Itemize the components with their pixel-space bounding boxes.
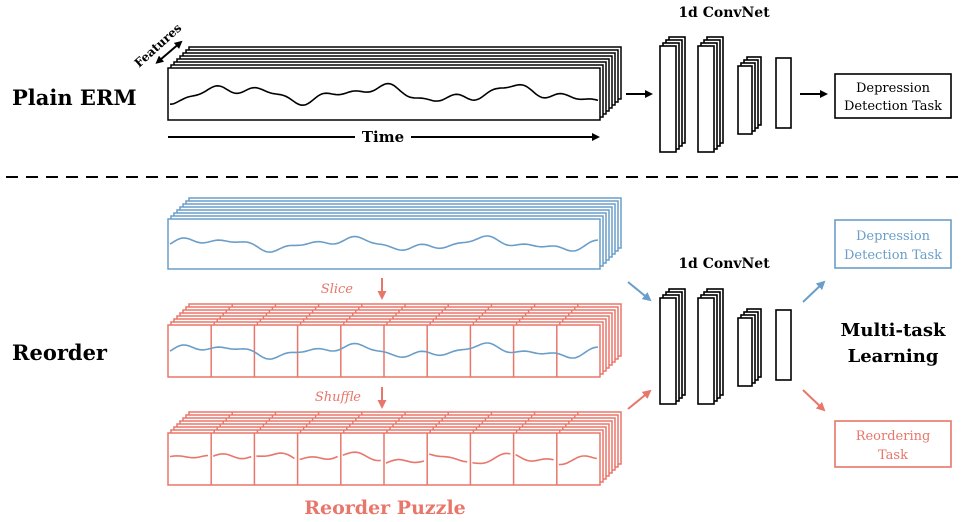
conv-layer [659,297,677,405]
time-series-sheet-layer [167,67,601,121]
conv-layer [775,309,792,381]
shuffled-segment-line [169,454,209,459]
shuffled-segment-line [515,453,554,462]
salmon-arrow-to-convnet [627,389,652,410]
original-series-line [169,235,599,253]
shuffled-series-stack [167,411,622,486]
plain-erm-label: Plain ERM [12,85,137,110]
conv-layer [737,317,753,387]
shuffled-segment-line [256,452,295,460]
reordering-task-box [834,420,952,468]
depression-task-bottom-box [834,219,952,269]
conv-layer [697,297,715,405]
depression-task-top-line2: Detection Task [844,99,942,114]
shuffled-segment-line [342,451,381,462]
shuffled-segment-line [472,452,511,465]
depression-task-top-box [834,73,952,119]
conv-layer [697,45,715,153]
original-series-stack [167,197,622,270]
depression-task-bottom-line2: Detection Task [844,248,942,263]
reordering-task-line1: Reordering [856,429,931,444]
slice-label: Slice [321,282,354,297]
shuffled-segment-line [299,455,338,461]
shuffle-label: Shuffle [315,390,361,405]
convnet-bottom-label: 1d ConvNet [678,256,770,272]
time-series-line [169,82,599,107]
shuffled-segment-line [558,455,597,466]
convnet-top [659,36,792,153]
reorder-puzzle-label: Reorder Puzzle [304,497,466,519]
arrow-to-depression-bottom [802,280,826,303]
sliced-series-stack [167,303,622,378]
shuffled-segment-line [385,458,425,464]
time-label: Time [362,128,404,146]
conv-layer [775,57,792,129]
arrow-to-reordering [802,389,826,412]
features-arrow [155,40,183,64]
time-series-stack [167,46,622,121]
conv-layer [659,45,677,153]
blue-arrow-to-convnet [627,281,652,302]
conv-layer [737,65,753,135]
reorder-label: Reorder [12,340,108,365]
multitask-line1: Multi-task [840,320,946,341]
reordering-task-line2: Task [878,448,908,463]
depression-task-top-line1: Depression [856,81,931,96]
convnet-top-label: 1d ConvNet [678,5,770,21]
original-series-sheet-layer [167,218,601,270]
shuffled-segment-line [428,453,468,463]
multitask-line2: Learning [848,346,939,367]
convnet-bottom [659,288,792,405]
sliced-series-line [169,342,599,360]
depression-task-bottom-line1: Depression [856,229,931,244]
shuffled-segment-line [212,453,252,460]
